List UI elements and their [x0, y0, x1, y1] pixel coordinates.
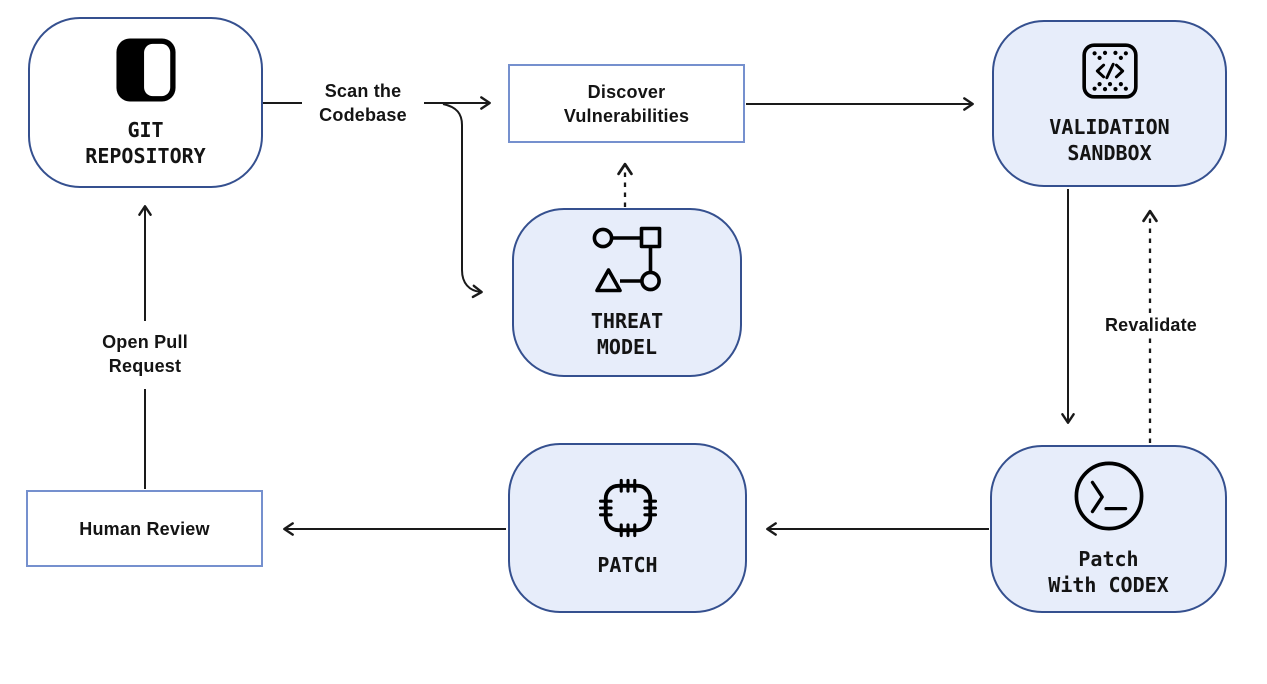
node-label: PATCH	[597, 553, 658, 577]
node-graph-icon	[592, 226, 662, 294]
node-label: VALIDATION	[1049, 114, 1170, 139]
node-label: GIT	[127, 117, 164, 142]
box-label: Vulnerabilities	[563, 105, 690, 126]
terminal-prompt-icon	[1073, 460, 1145, 532]
box-label: Human Review	[79, 518, 210, 539]
node-label: MODEL	[596, 334, 658, 359]
patch-stitch-icon	[598, 478, 657, 538]
box-discover-vulnerabilities: Discover Vulnerabilities	[508, 64, 745, 143]
node-validation-sandbox: VALIDATION SANDBOX	[992, 20, 1227, 187]
node-patch: PATCH	[508, 443, 747, 613]
box-human-review: Human Review	[26, 490, 263, 567]
node-label: THREAT	[590, 308, 664, 333]
node-label: REPOSITORY	[85, 143, 206, 168]
node-git-repository: GIT REPOSITORY	[28, 17, 263, 188]
box-label: Discover	[587, 81, 666, 102]
node-patch-with-codex: Patch With CODEX	[990, 445, 1227, 613]
edge-label-revalidate: Revalidate	[1091, 313, 1211, 337]
node-label: With CODEX	[1048, 573, 1169, 597]
repository-icon	[115, 37, 177, 103]
node-label: Patch	[1078, 547, 1139, 571]
edge-scan-to-threat-model	[442, 103, 483, 299]
node-threat-model: THREAT MODEL	[512, 208, 742, 377]
node-label: SANDBOX	[1067, 140, 1152, 165]
sandbox-code-icon	[1081, 42, 1139, 100]
edge-label-open-pull-request: Open Pull Request	[85, 330, 205, 378]
edge-label-scan-the-codebase: Scan the Codebase	[303, 79, 423, 127]
